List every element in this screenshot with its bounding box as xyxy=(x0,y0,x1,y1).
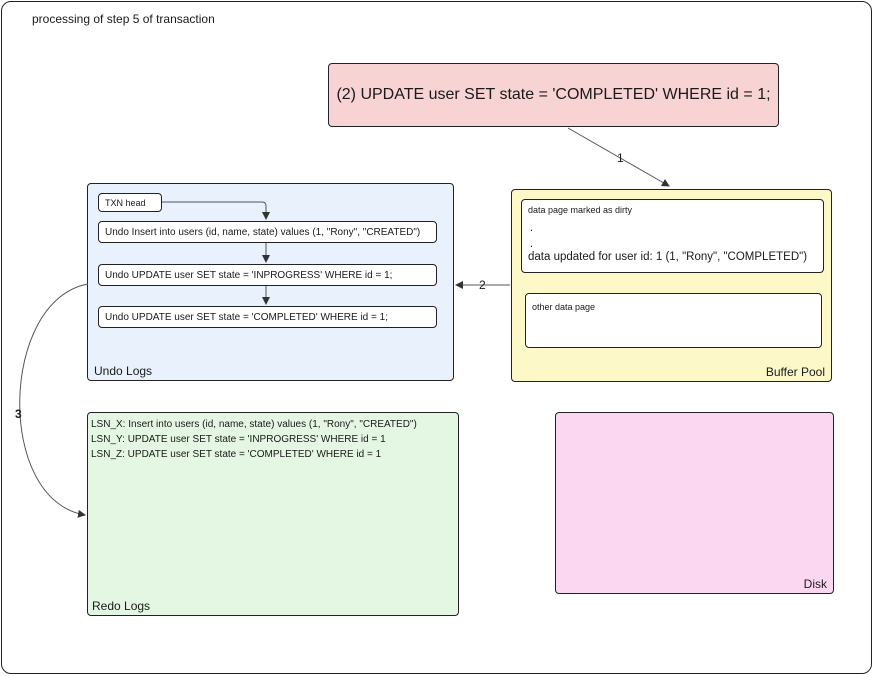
txn-head-connector xyxy=(162,201,270,220)
redo-entry-3: LSN_Z: UPDATE user SET state = 'COMPLETE… xyxy=(91,449,382,460)
undo-entry-3: Undo UPDATE user SET state = 'COMPLETED'… xyxy=(98,306,437,328)
sql-statement-text: (2) UPDATE user SET state = 'COMPLETED' … xyxy=(336,86,771,103)
dirty-page-dot-1: . xyxy=(530,222,534,234)
diagram-title: processing of step 5 of transaction xyxy=(32,12,215,26)
undo-entry-1: Undo Insert into users (id, name, state)… xyxy=(98,221,437,243)
redo-logs-container: LSN_X: Insert into users (id, name, stat… xyxy=(87,412,459,616)
dirty-page-title: data page marked as dirty xyxy=(528,205,633,215)
undo-entry-2: Undo UPDATE user SET state = 'INPROGRESS… xyxy=(98,264,437,286)
redo-log-entries: LSN_X: Insert into users (id, name, stat… xyxy=(91,417,417,462)
edge-1-label: 1 xyxy=(617,151,624,165)
disk-container: Disk xyxy=(555,412,834,594)
dirty-page-update-text: data updated for user id: 1 (1, "Rony", … xyxy=(528,251,808,263)
undo-logs-container: TXN head Undo Insert into users (id, nam… xyxy=(87,183,454,381)
edge-1-line xyxy=(567,127,670,187)
edge-3-curve xyxy=(19,283,89,518)
buffer-pool-label: Buffer Pool xyxy=(765,365,825,379)
dirty-data-page: data page marked as dirty . . data updat… xyxy=(521,199,824,273)
redo-entry-2: LSN_Y: UPDATE user SET state = 'INPROGRE… xyxy=(91,434,386,445)
redo-entry-1: LSN_X: Insert into users (id, name, stat… xyxy=(91,419,417,430)
sql-statement-box: (2) UPDATE user SET state = 'COMPLETED' … xyxy=(328,63,779,127)
buffer-pool-container: data page marked as dirty . . data updat… xyxy=(511,189,832,382)
edge-2-label: 2 xyxy=(479,278,486,292)
other-data-page: other data page xyxy=(525,293,822,348)
txn-head-node: TXN head xyxy=(98,193,162,212)
redo-logs-label: Redo Logs xyxy=(92,599,151,613)
disk-label: Disk xyxy=(803,577,827,591)
undo-logs-label: Undo Logs xyxy=(94,364,153,378)
edge-3-label: 3 xyxy=(15,407,22,421)
other-data-page-label: other data page xyxy=(532,302,596,312)
dirty-page-dot-2: . xyxy=(530,238,534,250)
